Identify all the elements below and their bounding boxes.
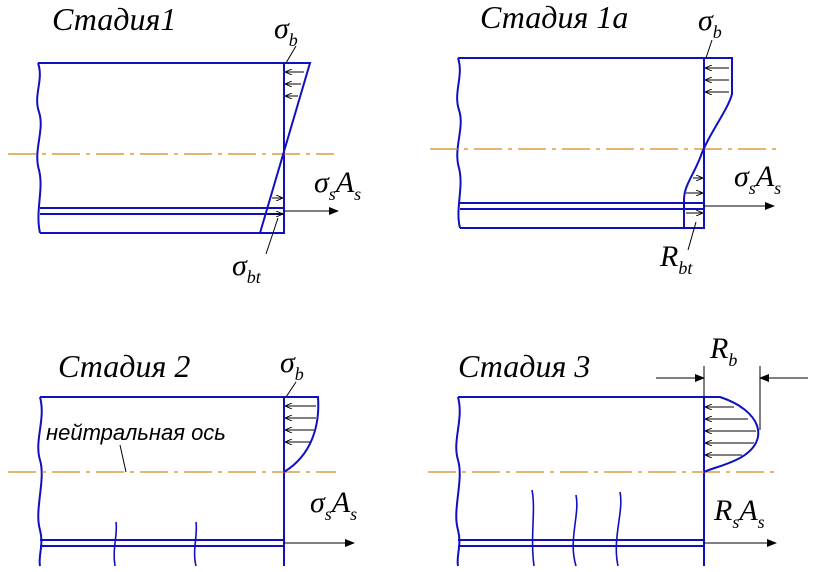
stage-1a-bottom-stress-label: Rbt [659, 240, 693, 278]
neutral-axis-label: нейтральная ось [46, 420, 226, 445]
stage-2-crack [113, 521, 118, 567]
stage-1-compression-arrows [285, 72, 304, 96]
stage-3-compression-arrows [705, 407, 756, 455]
stage-3-crack [572, 494, 578, 567]
stage-2-crack [193, 521, 198, 567]
stage-3-stress-diagram [703, 396, 760, 473]
stage-2: Стадия 2 нейтральная ось σb σsAs [8, 346, 357, 567]
stage-1-rebar-force-label: σsAs [314, 166, 361, 204]
stage-1a-compression-arrows [705, 68, 729, 92]
stage-3-crack [615, 491, 622, 567]
stage-1a-title: Стадия 1а [480, 0, 628, 35]
stage-2-title: Стадия 2 [58, 348, 190, 384]
stage-1-title: Стадия1 [52, 1, 176, 37]
stage-2-stress-diagram [283, 396, 320, 473]
stage-1a-stress-diagram [683, 57, 733, 228]
stage-3-rb-dimension [656, 366, 808, 430]
stage-1-top-stress-label: σb [274, 12, 298, 50]
stage-3: Стадия 3 Rb RsAs [428, 332, 808, 567]
stage-3-title: Стадия 3 [458, 348, 590, 384]
stage-2-compression-arrows [285, 406, 316, 442]
stage-1a-beam [456, 57, 705, 229]
stage-1-bottom-stress-label: σbt [232, 249, 262, 287]
stage-1a-tension-arrows [686, 178, 703, 213]
stage-1a-top-stress-label: σb [698, 4, 722, 42]
stage-3-crack [531, 489, 535, 567]
stage-1a: Стадия 1а σb σsAs Rbt [430, 0, 781, 278]
stage-1: Стадия1 σb σsAs σbt [8, 1, 361, 287]
stage-2-top-stress-label: σb [280, 346, 304, 384]
stage-2-rebar-force-label: σsAs [310, 486, 357, 524]
stage-3-rebar-force-label: RsAs [713, 494, 765, 532]
stage-1-stress-diagram [259, 62, 312, 234]
stage-1a-rebar-force-label: σsAs [734, 160, 781, 198]
stage-1-tension-arrows [268, 198, 283, 214]
stage-3-top-stress-label: Rb [709, 332, 737, 370]
